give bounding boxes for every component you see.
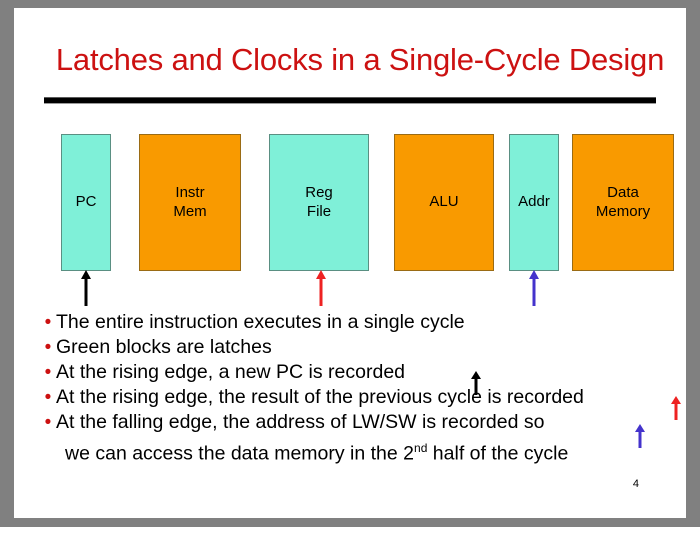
datapath-block-label-line1: PC [75,193,97,211]
window-frame-right [686,0,700,527]
inline-arrow-rising-pc [470,371,482,397]
datapath-block-addr[interactable]: Addr [509,134,559,271]
arrow-shaft [532,278,535,306]
clock-arrow-addr [527,270,540,306]
bullet-text: At the falling edge, the address of LW/S… [56,411,545,433]
arrow-head-icon [528,270,539,279]
bullet-text: Green blocks are latches [56,336,272,358]
datapath-block-label: ALU [429,193,458,212]
bullet-marker-icon: • [44,362,52,383]
bullet-rising-result: •At the rising edge, the result of the p… [40,386,686,411]
bullet-marker-icon: • [44,337,52,358]
arrow-head-icon [80,270,91,279]
arrow-head-icon [671,396,681,404]
datapath-block-label-line2: Mem [173,202,207,220]
continuation-text-before: we can access the data memory in the 2 [65,442,415,465]
bullet-list: •The entire instruction executes in a si… [40,311,686,465]
datapath-block-label-line1: Reg [305,183,333,201]
clock-arrow-pc [79,270,92,306]
clock-arrow-reg-file [314,270,327,306]
bullet-single-cycle: •The entire instruction executes in a si… [40,311,686,336]
arrow-shaft [674,403,678,420]
arrow-head-icon [635,424,645,432]
datapath-block-label-line1: ALU [429,193,459,211]
datapath-block-label-line1: Data [607,183,639,201]
bullet-falling-addr-continued: we can access the data memory in the 2nd… [40,436,686,465]
datapath-block-label-line1: Instr [175,183,205,201]
window-frame-bottom [0,518,700,527]
page-number: 4 [632,478,639,490]
inline-arrow-falling-addr [634,424,646,450]
window-frame-top [0,0,700,8]
arrow-head-icon [471,371,481,379]
datapath-block-label-line2: File [306,202,332,220]
inline-arrow-rising-result [670,396,682,422]
bullet-text: The entire instruction executes in a sin… [56,311,465,333]
slide-canvas: Latches and Clocks in a Single-Cycle Des… [14,8,686,518]
continuation-text-after: half of the cycle [427,442,569,465]
bullet-falling-addr: •At the falling edge, the address of LW/… [40,411,686,436]
arrow-head-icon [315,270,326,279]
bullet-marker-icon: • [44,312,52,333]
arrow-shaft [319,278,322,306]
page-title: Latches and Clocks in a Single-Cycle Des… [55,42,665,77]
datapath-block-alu[interactable]: ALU [394,134,494,271]
bullet-marker-icon: • [44,387,52,408]
bullet-rising-pc: •At the rising edge, a new PC is recorde… [40,361,686,386]
datapath-block-pc[interactable]: PC [61,134,111,271]
title-divider [44,97,656,104]
bullet-text: At the rising edge, a new PC is recorded [56,361,406,383]
arrow-shaft [638,431,642,448]
datapath-block-label-line2: Memory [595,202,651,220]
bullet-marker-icon: • [44,412,52,433]
datapath-block-label: PC [76,193,97,212]
ordinal-superscript: nd [414,441,428,455]
bullet-green-latches: •Green blocks are latches [40,336,686,361]
bullet-text: At the rising edge, the result of the pr… [56,386,584,408]
arrow-shaft [84,278,87,306]
window-frame-left [0,0,14,527]
arrow-shaft [474,378,478,395]
datapath-block-label: Addr [518,193,550,212]
datapath-block-label-line1: Addr [518,193,550,211]
